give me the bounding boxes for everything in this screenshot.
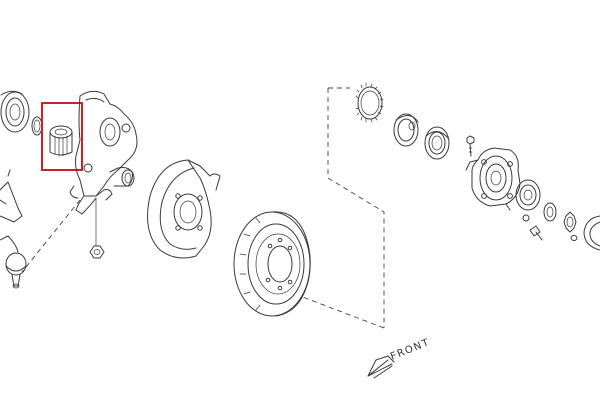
lower-nut <box>89 197 105 259</box>
inner-bearing <box>424 126 450 160</box>
front-label: FRONT <box>389 337 432 363</box>
caliper-bolt <box>529 225 543 241</box>
ball-joint <box>0 235 27 289</box>
knuckle-bushing <box>49 125 73 157</box>
hub-bolt <box>466 135 475 157</box>
oil-seal <box>393 113 419 147</box>
lower-arm-bracket <box>0 169 23 223</box>
lock-nut <box>563 211 577 233</box>
thrust-washer <box>543 202 557 222</box>
steering-knuckle <box>69 90 138 215</box>
dust-shield <box>147 159 221 259</box>
hub-cap <box>583 215 600 251</box>
wheel-hub <box>465 147 521 211</box>
brake-rotor <box>233 211 311 317</box>
cotter-pin <box>570 235 578 241</box>
outer-seal <box>0 90 30 133</box>
snap-ring <box>31 116 43 136</box>
front-direction-arrow <box>367 355 395 379</box>
tone-ring <box>355 82 384 123</box>
highlight-box <box>41 102 83 171</box>
small-washer <box>522 214 530 222</box>
outer-bearing <box>515 179 541 211</box>
